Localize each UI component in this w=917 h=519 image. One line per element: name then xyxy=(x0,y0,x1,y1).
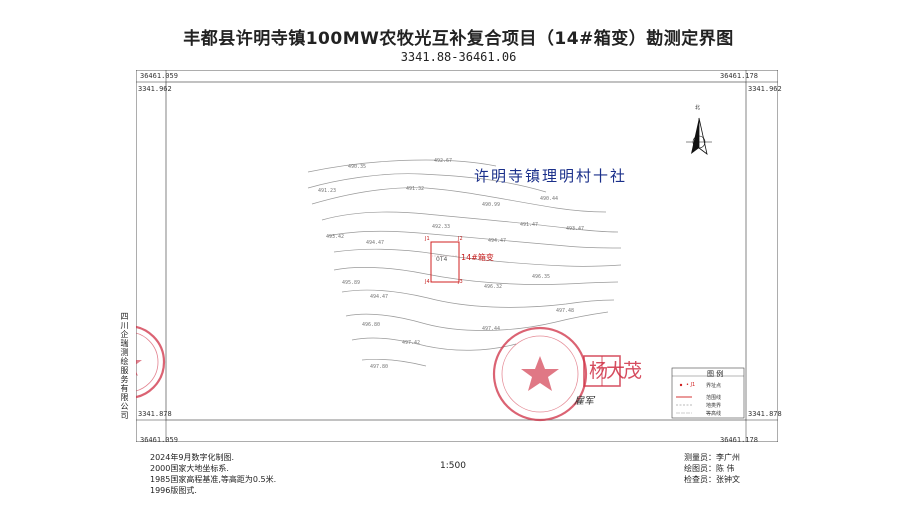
elevation-label: 497.80 xyxy=(370,364,388,370)
boundary-point-j3: J3 xyxy=(458,279,463,285)
checker: 检查员：张钟文 xyxy=(684,475,740,484)
elevation-label: 490.44 xyxy=(540,196,558,202)
coord-bottom-right-x: 36461.178 xyxy=(720,436,758,444)
elevation-label: 496.32 xyxy=(484,284,502,290)
footer-notes: 2024年9月数字化制图. 2000国家大地坐标系. 1985国家高程基准,等高… xyxy=(150,452,276,496)
contour-line xyxy=(341,289,615,308)
elevation-label: 491.23 xyxy=(318,188,336,194)
footer-note: 2000国家大地坐标系. xyxy=(150,464,229,473)
map-scale: 1:500 xyxy=(440,461,466,471)
inner-frame xyxy=(165,81,747,421)
coord-bottom-left-x: 36461.059 xyxy=(140,436,178,444)
contour-line xyxy=(361,358,427,367)
north-label: 北 xyxy=(695,105,701,111)
contour-line xyxy=(307,159,497,173)
boundary-box[interactable] xyxy=(430,241,460,283)
elevation-label: 493.47 xyxy=(566,226,584,232)
company-seal xyxy=(136,325,166,399)
coord-top-left-y: 3341.962 xyxy=(138,85,172,93)
legend-symbol-point: • J1 xyxy=(686,382,696,388)
footer-note: 1996版图式. xyxy=(150,486,197,495)
coord-top-right-y: 3341.962 xyxy=(748,85,782,93)
elevation-label: 497.44 xyxy=(482,326,500,332)
contour-line xyxy=(311,187,607,213)
elevation-label: 494.47 xyxy=(366,240,384,246)
elevation-label: 495.89 xyxy=(342,280,360,286)
map-title: 丰都县许明寺镇100MW农牧光互补复合项目（14#箱变）勘测定界图 xyxy=(183,29,734,49)
elevation-label: 494.47 xyxy=(370,294,388,300)
contour-line xyxy=(321,211,619,233)
elevation-labels: 490.35 492.67 491.23 491.32 490.99 490.4… xyxy=(318,158,584,370)
elevation-label: 493.42 xyxy=(326,234,344,240)
contour-line xyxy=(333,267,619,285)
footer-note: 2024年9月数字化制图. xyxy=(150,453,234,462)
legend-title: 图 例 xyxy=(707,370,724,378)
surveyor: 测量员：李广州 xyxy=(684,453,740,462)
elevation-label: 492.67 xyxy=(434,158,452,164)
legend-label-land-class-line: 地类界 xyxy=(706,403,722,409)
elevation-label: 497.42 xyxy=(402,340,420,346)
elevation-label: 490.35 xyxy=(348,164,366,170)
elevation-label: 496.80 xyxy=(362,322,380,328)
north-arrow-icon xyxy=(686,117,712,155)
legend-label-boundary-line: 范围线 xyxy=(706,395,722,401)
elevation-label: 490.99 xyxy=(482,202,500,208)
legend-label-contour-line: 等高线 xyxy=(706,411,722,417)
box-label: 14#箱变 xyxy=(461,253,494,262)
official-seal xyxy=(492,326,588,422)
contour-lines xyxy=(307,159,622,367)
footer-staff: 测量员：李广州 绘图员：陈 伟 检查员：张钟文 xyxy=(684,452,740,485)
legend xyxy=(671,367,745,419)
personal-seal-text: 杨大茂 xyxy=(589,360,642,382)
boundary-point-j4: J4 xyxy=(425,279,430,285)
village-name: 许明寺镇理明村十社 xyxy=(474,167,628,185)
sheet-number: 3341.88-36461.06 xyxy=(400,50,517,64)
elevation-label: 496.35 xyxy=(532,274,550,280)
elevation-label: 497.48 xyxy=(556,308,574,314)
box-id: 0T4 xyxy=(436,256,448,263)
coord-top-left-x: 36461.059 xyxy=(140,72,178,80)
contour-line xyxy=(327,230,622,249)
contour-line xyxy=(333,248,622,267)
signature: 雇军 xyxy=(574,396,594,407)
boundary-point-j2: J2 xyxy=(458,236,463,242)
legend-label-boundary-point: 界址点 xyxy=(706,383,722,389)
contour-line xyxy=(307,173,547,193)
boundary-point-icon xyxy=(679,383,683,387)
coord-top-right-x: 36461.178 xyxy=(720,72,758,80)
contour-line xyxy=(345,311,609,331)
elevation-label: 491.47 xyxy=(520,222,538,228)
footer-note: 1985国家高程基准,等高距为0.5米. xyxy=(150,475,277,484)
company-name: 四川企瑞测绘服务有限公司 xyxy=(120,312,129,420)
elevation-label: 492.33 xyxy=(432,224,450,230)
coord-bottom-left-y: 3341.878 xyxy=(138,410,172,418)
elevation-label: 494.47 xyxy=(488,238,506,244)
contour-line xyxy=(351,337,517,351)
map-sheet: 490.35 492.67 491.23 491.32 490.99 490.4… xyxy=(136,70,778,442)
draftsman: 绘图员：陈 伟 xyxy=(684,464,735,473)
elevation-label: 491.32 xyxy=(406,186,424,192)
coord-bottom-right-y: 3341.878 xyxy=(748,410,782,418)
boundary-point-j1: J1 xyxy=(425,236,430,242)
